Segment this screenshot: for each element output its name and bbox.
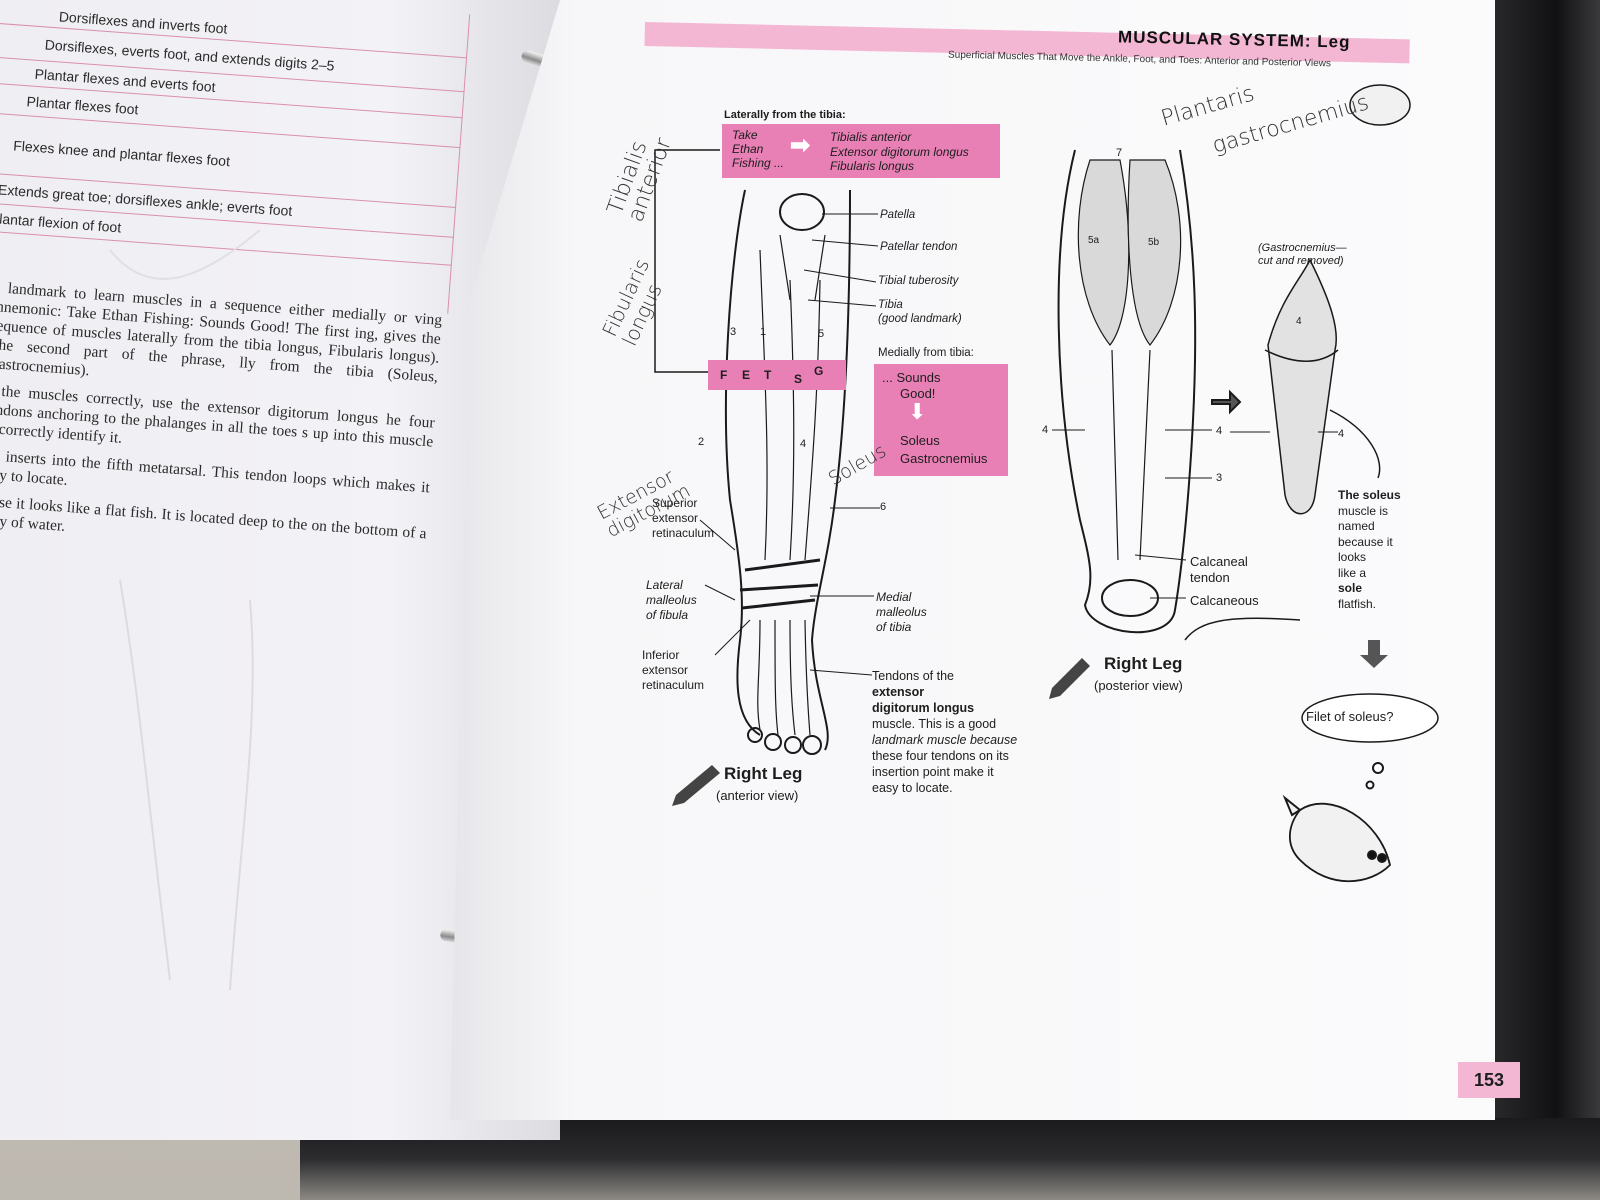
muscle-number: 4 [1296,316,1302,327]
mnemonic-letter: E [742,368,751,382]
page-number: 153 [1458,1062,1520,1098]
right-arrow [1211,389,1242,415]
gastroc-head-5a [1077,159,1130,346]
inferior-retinaculum-label: Inferior extensor retinaculum [642,648,705,692]
edl-tendons-caption: Tendons of the extensor digitorum longus… [872,669,1018,795]
patella-label: Patella [880,209,916,221]
lateral-muscle-names: Tibialis anterior Extensor digitorum lon… [830,130,969,173]
thought-bubble [1301,693,1439,743]
patellar-tendon-label: Patellar tendon [880,241,958,253]
muscle-number: 7 [1116,147,1123,159]
muscle-number: 4 [800,438,807,450]
medial-muscle-names: Soleus Gastrocnemius [900,433,988,466]
pencil-icon [672,765,720,806]
posterior-caption-title: Right Leg [1104,654,1183,673]
right-arrow-icon: ➡ [790,132,811,159]
mnemonic-letter: T [764,368,772,382]
tibial-tuberosity-label: Tibial tuberosity [878,275,959,287]
muscle-number: 3 [1216,472,1223,484]
calcaneus-shape [1101,579,1159,617]
down-arrow [1360,640,1388,668]
curved-arrow [1329,409,1381,479]
medial-mnemonic-words: ... Sounds Good! [882,370,941,401]
fetsg-band [708,360,846,390]
posterior-caption-sub: (posterior view) [1094,678,1183,693]
muscle-number: 3 [730,326,737,338]
muscle-number: 5b [1148,237,1160,248]
anterior-leg-outline-right [810,189,851,751]
posterior-leader-lines [1052,429,1212,599]
medial-heading: Medially from tibia: [878,347,974,359]
gastroc-removed-label: (Gastrocnemius— cut and removed) [1258,242,1347,267]
down-arrow-icon: ⬇ [908,399,927,424]
calcaneal-tendon-label: Calcaneal tendon [1190,554,1248,585]
muscle-number: 6 [880,501,887,513]
right-page [450,0,1495,1120]
gastroc-head-5b [1127,159,1182,346]
small-fish-drawing [1349,84,1411,126]
flatfish-drawing [1288,802,1391,882]
muscle-number: 5a [1088,235,1100,246]
binder-cover-edge [1490,0,1600,1200]
medial-malleolus-label: Medial malleolus of tibia [876,590,927,634]
muscle-number: 4 [1216,425,1223,437]
pencil-icon [1049,658,1090,699]
mnemonic-letter: G [814,364,824,378]
anterior-caption-title: Right Leg [724,764,803,783]
lateral-heading: Laterally from the tibia: [724,109,846,121]
anterior-leg-outline-left [724,189,761,736]
edl-tendons [757,619,811,736]
soleus-note: The soleus muscle is named because it lo… [1338,488,1401,611]
muscle-number: 2 [698,436,705,448]
lateral-mnemonic-words: Take Ethan Fishing ... [732,128,785,170]
posterior-leg-outline [1057,149,1197,634]
thought-bubble-text: Filet of soleus? [1306,709,1394,724]
lateral-mnemonic-box [722,124,1000,178]
anterior-caption-sub: (anterior view) [716,788,799,803]
muscle-number: 4 [1042,424,1049,436]
muscle-number: 1 [760,326,767,338]
mnemonic-letter: S [794,372,803,386]
mnemonic-letter: F [720,368,730,382]
lateral-malleolus-label: Lateral malleolus of fibula [646,578,697,622]
retinaculum-bands [739,558,821,610]
tibia-label: Tibia (good landmark) [878,299,962,325]
patella-shape [779,193,825,231]
superior-retinaculum-label: Superior extensor retinaculum [652,496,715,540]
soleus-cutout [1267,258,1337,515]
muscle-number: 5 [818,328,825,340]
show-through-sketch [109,229,261,991]
medial-mnemonic-box [874,364,1008,476]
muscle-number: 4 [1338,428,1345,440]
mnemonic-bracket [654,149,720,373]
anterior-leader-lines [803,213,879,307]
calcaneous-label: Calcaneous [1190,593,1259,608]
